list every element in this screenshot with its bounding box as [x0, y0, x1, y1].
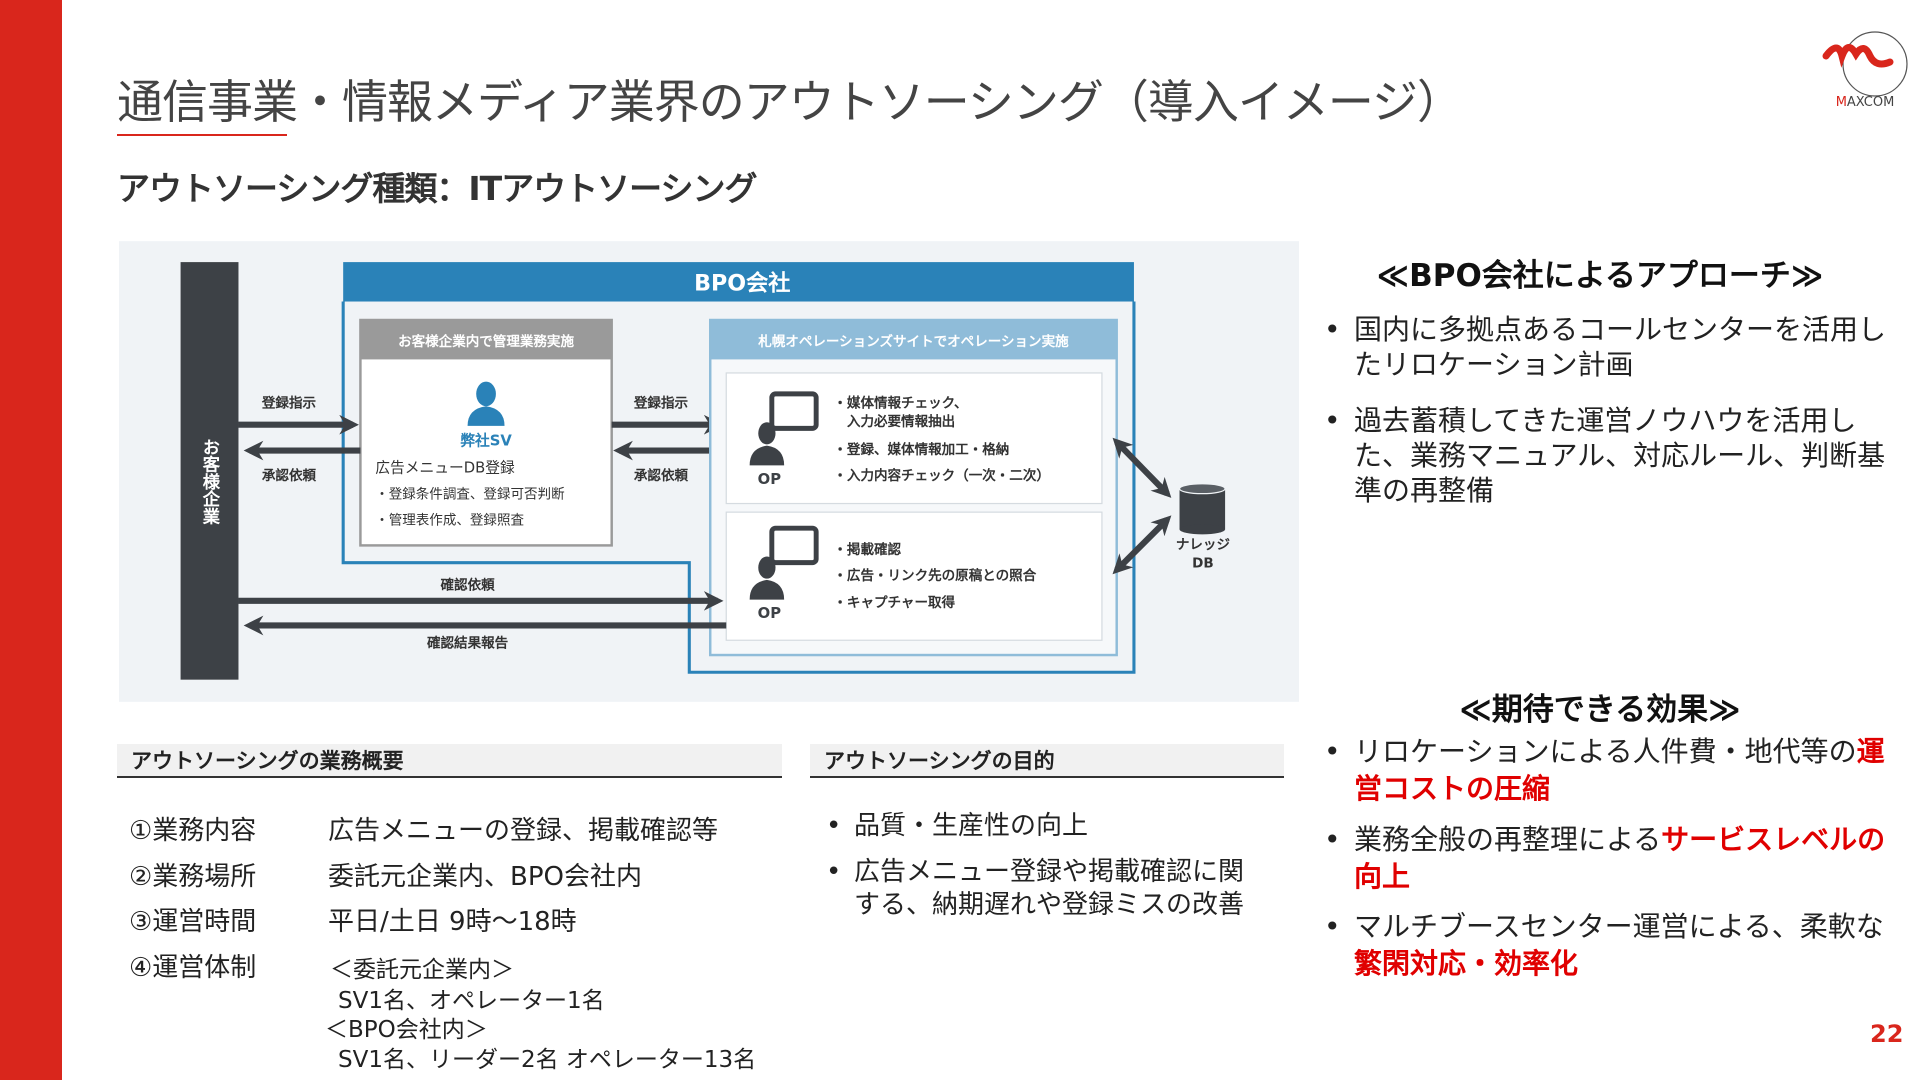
operation-task: ・登録、媒体情報加工・格納	[833, 441, 1009, 458]
structure-line: SV1名、オペレーター1名	[338, 988, 605, 1014]
approach-item: 国内に多拠点あるコールセンターを活用したリロケーション計画	[1320, 312, 1894, 382]
effect-text: マルチブースセンター運営による、柔軟な	[1354, 910, 1884, 943]
structure-line: ＜BPO会社内＞	[325, 1017, 488, 1043]
page-subtitle: アウトソーシング種類：ITアウトソーシング	[117, 169, 757, 208]
operation-task: ・掲載確認	[833, 541, 901, 558]
maxcom-logo: MAXCOM	[1820, 26, 1910, 111]
approach-heading: ≪BPO会社によるアプローチ≫	[1376, 258, 1824, 294]
overview-label: ①業務内容	[129, 816, 257, 846]
operator-label: OP	[758, 471, 782, 488]
supervisor-bullet: ・管理表作成、登録照査	[375, 512, 524, 528]
effect-highlight: サービスレベルの向上	[1354, 823, 1886, 893]
operation-box-2	[725, 511, 1103, 641]
sapporo-site-header	[710, 319, 1117, 360]
customer-company-label: お客様企業	[199, 438, 221, 525]
client-site-header	[360, 319, 612, 360]
supervisor-label: 弊社SV	[460, 432, 512, 450]
purpose-text: 広告メニュー登録や掲載確認に関する、納期遅れや登録ミスの改善	[854, 857, 1245, 920]
purpose-heading: アウトソーシングの目的	[810, 744, 1284, 778]
supervisor-person-icon	[467, 381, 505, 426]
title-underline	[117, 134, 287, 136]
knowledge-db-label: ナレッジ	[1176, 537, 1231, 553]
page-number: 22	[1870, 1020, 1904, 1048]
accent-sidebar-bar	[0, 0, 62, 1080]
overview-value: ＜委託元企業内＞	[330, 957, 514, 983]
customer-company-bar	[180, 262, 239, 680]
effect-text: 業務全般の再整理による	[1354, 823, 1662, 856]
purpose-text: 品質・生産性の向上	[854, 811, 1089, 841]
operator-at-computer-icon	[749, 525, 819, 600]
purpose-item: • 広告メニュー登録や掲載確認に関する、納期遅れや登録ミスの改善	[822, 856, 1254, 922]
outsourcing-flow-diagram: お客様企業 BPO会社 お客様企業内で管理業務実施 弊社SV 広告メニューDB登…	[119, 241, 1299, 702]
structure-line: SV1名、リーダー2名 オペレーター13名	[338, 1047, 757, 1073]
effect-highlight: 繁閑対応・効率化	[1354, 947, 1579, 980]
bpo-company-header	[343, 262, 1134, 302]
effect-item: リロケーションによる人件費・地代等の運営コストの圧縮	[1320, 733, 1894, 807]
overview-heading: アウトソーシングの業務概要	[117, 744, 782, 778]
bullet-icon: •	[826, 811, 842, 841]
knowledge-db-label: DB	[1192, 556, 1214, 572]
overview-label: ③運営時間	[129, 907, 257, 937]
overview-value: 広告メニューの登録、掲載確認等	[328, 816, 719, 846]
arrow-db-exchange	[1112, 515, 1172, 575]
arrow-label: 確認結果報告	[427, 635, 509, 652]
effect-item: マルチブースセンター運営による、柔軟な繁閑対応・効率化	[1320, 908, 1894, 982]
operation-task: ・入力内容チェック（一次・二次）	[833, 467, 1050, 484]
overview-value: 委託元企業内、BPO会社内	[328, 862, 642, 892]
arrow-label: 登録指示	[261, 394, 317, 411]
operation-task: ・広告・リンク先の原稿との照合	[833, 567, 1036, 584]
effect-item: 業務全般の再整理によるサービスレベルの向上	[1320, 821, 1894, 895]
effect-highlight: 運営コストの圧縮	[1354, 735, 1885, 805]
overview-value: 平日/土日 9時～18時	[328, 907, 577, 937]
approach-item: 過去蓄積してきた運営ノウハウを活用した、業務マニュアル、対応ルール、判断基準の再…	[1320, 403, 1894, 508]
operation-task: ・キャプチャー取得	[833, 594, 955, 611]
database-icon	[1178, 483, 1226, 535]
operator-at-computer-icon	[749, 391, 819, 466]
operation-task: ・媒体情報チェック、	[833, 394, 967, 411]
overview-label: ②業務場所	[129, 862, 257, 892]
bpo-company-title: BPO会社	[694, 270, 790, 296]
arrow-db-exchange	[1112, 437, 1172, 498]
operator-label: OP	[758, 605, 782, 622]
purpose-item: • 品質・生産性の向上	[822, 810, 1254, 843]
arrow-label: 確認依頼	[441, 577, 496, 594]
page-title: 通信事業・情報メディア業界のアウトソーシング（導入イメージ）	[117, 75, 1463, 129]
sapporo-site-header-text: 札幌オペレーションズサイトでオペレーション実施	[757, 333, 1069, 350]
arrow-label: 承認依頼	[634, 467, 689, 484]
supervisor-task: 広告メニューDB登録	[375, 460, 515, 477]
client-site-header-text: お客様企業内で管理業務実施	[398, 333, 574, 350]
bpo-company-frame	[341, 301, 1136, 674]
supervisor-bullet: ・登録条件調査、登録可否判断	[375, 486, 564, 503]
svg-text:MAXCOM: MAXCOM	[1836, 95, 1895, 110]
effect-text: リロケーションによる人件費・地代等の	[1354, 735, 1857, 768]
overview-label: ④運営体制	[129, 953, 257, 983]
arrow-label: 承認依頼	[262, 467, 317, 484]
effects-heading: ≪期待できる効果≫	[1459, 692, 1741, 728]
bullet-icon: •	[826, 857, 842, 887]
operation-task: 入力必要情報抽出	[833, 413, 955, 430]
arrow-label: 登録指示	[633, 394, 689, 411]
